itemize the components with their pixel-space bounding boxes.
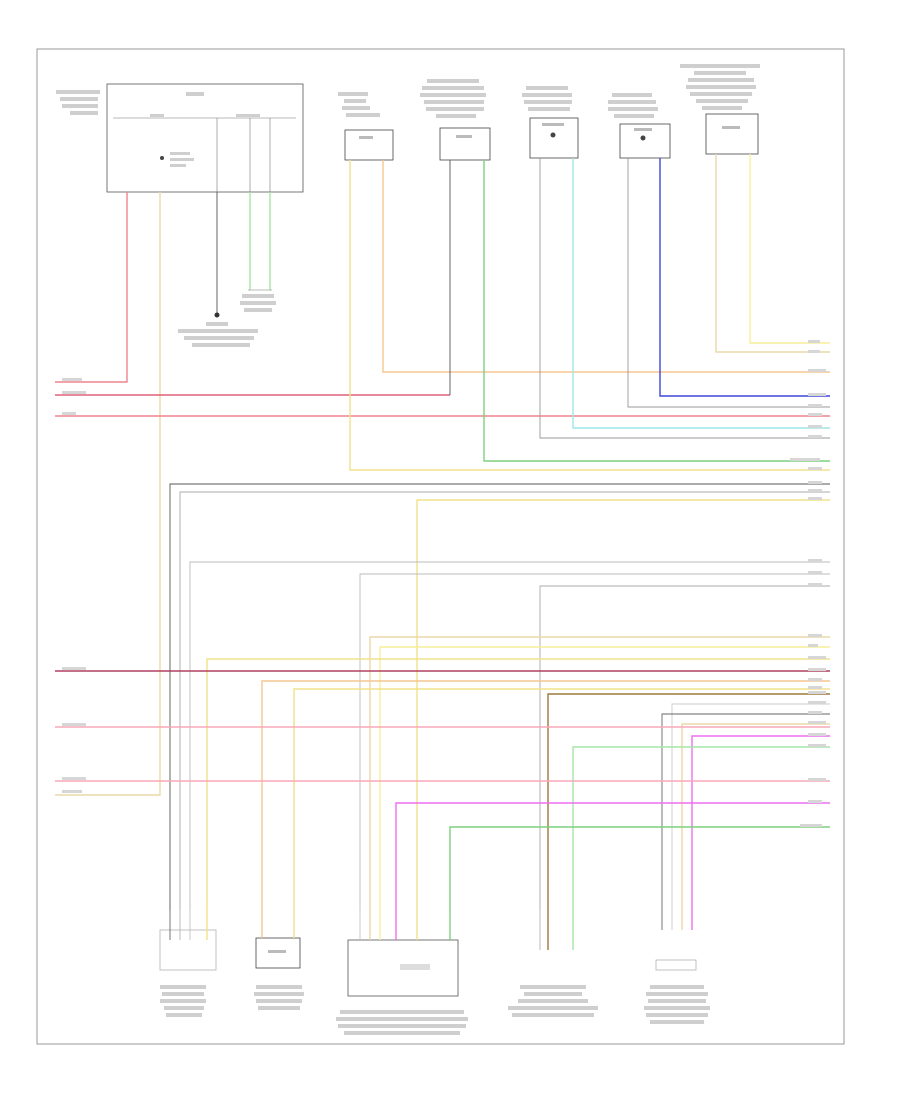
sensor-5: [680, 64, 760, 155]
wire-black-bus-2: [661, 713, 830, 870]
bottom-component-5: [644, 959, 710, 1024]
left-edge-wire-tags: [62, 378, 86, 793]
right-edge-wire-tags: [790, 340, 826, 827]
wire-yellow-bus-3: [206, 658, 830, 900]
wire-white-bus-1: [671, 703, 830, 870]
sensor-1: [338, 92, 394, 161]
wire-yellow-bus-1: [416, 499, 830, 910]
instrument-cluster: [56, 83, 304, 193]
wire-gray-bus-2: [189, 561, 830, 910]
wire-yellow-bus-4: [293, 688, 830, 910]
bottom-component-1: [159, 900, 217, 1017]
diagram-frame: [36, 48, 845, 1045]
wire-gray-s3: [539, 158, 830, 439]
wire-red-cluster: [55, 192, 128, 383]
sensor-3: [522, 86, 579, 159]
wire-yellow-bus-2: [379, 646, 830, 910]
wire-orange-bus-1: [261, 680, 830, 910]
ground-g1: [178, 312, 258, 347]
wire-violet-bus-2: [395, 802, 830, 910]
sensor-4: [608, 93, 671, 159]
wire-orange-s1: [382, 160, 830, 373]
wire-brown-bus-1: [547, 693, 830, 910]
ground-g2: [240, 294, 276, 312]
wire-tan-bus-2: [681, 723, 830, 870]
wire-gray-bus-1: [179, 491, 830, 910]
wire-gray-bus-4: [539, 585, 830, 910]
wire-tan-s5: [715, 154, 830, 353]
bottom-component-2: [254, 910, 304, 1010]
wire-lightgreen-bus-1: [572, 746, 830, 910]
wire-tan-bus-1: [369, 636, 830, 910]
wire-yellow-s1: [349, 160, 830, 471]
wire-green-bus-1: [449, 826, 830, 910]
bottom-component-4: [508, 910, 598, 1017]
wire-black-bus-1: [169, 483, 830, 910]
sensor-2: [420, 79, 491, 161]
wire-gray-bus-3: [359, 573, 830, 910]
wire-yellow-s5: [749, 154, 830, 344]
wire-violet-bus-1: [691, 735, 830, 870]
wire-gray-s4: [627, 158, 830, 408]
wire-blue-s4: [659, 158, 830, 397]
wire-tan-cluster: [55, 192, 161, 796]
bottom-module: [336, 910, 468, 1035]
wire-cyan-s3: [572, 158, 830, 429]
wire-green-s2: [483, 160, 830, 462]
